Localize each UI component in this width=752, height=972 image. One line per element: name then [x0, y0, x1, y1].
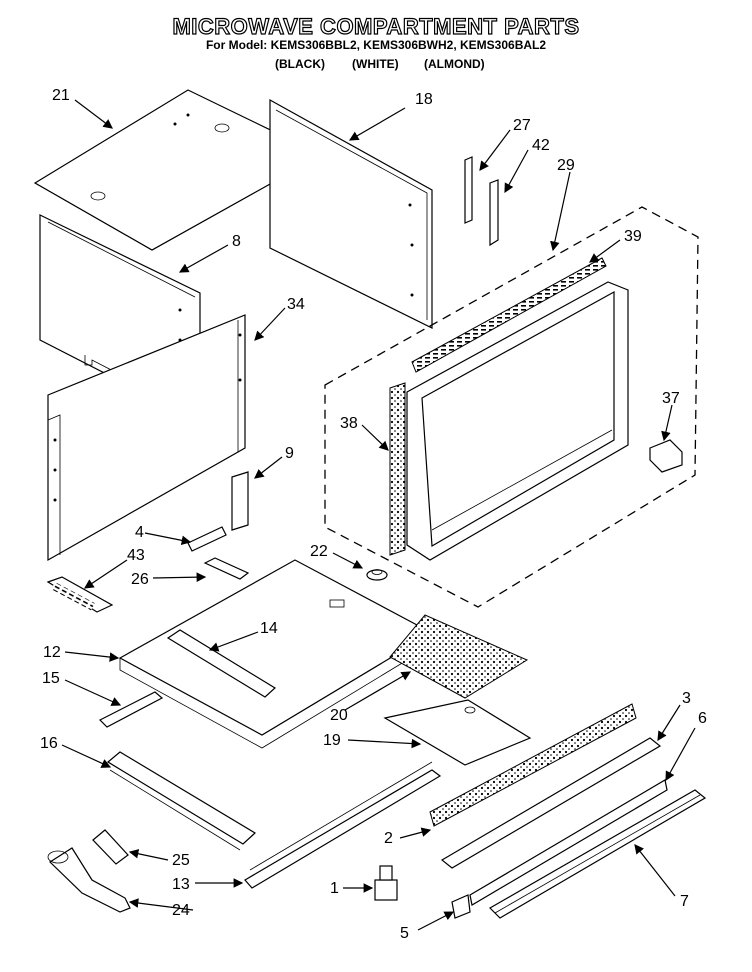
part-42-strip: [489, 179, 499, 247]
label-12: 12: [43, 644, 61, 661]
label-18: 18: [415, 91, 433, 108]
label-13: 13: [172, 876, 190, 893]
color-almond: (ALMOND): [424, 57, 485, 71]
color-white: (WHITE): [352, 57, 399, 71]
part-5-clip: [451, 894, 471, 919]
part-39-vent-strip: [411, 257, 607, 373]
label-26: 26: [131, 571, 149, 588]
label-22: 22: [310, 543, 328, 560]
part-29-door-frame-assembly-outline: [324, 206, 699, 608]
part-6-trim: [469, 779, 668, 906]
label-16: 16: [40, 735, 58, 752]
part-43-vent-bar: [46, 576, 114, 613]
label-19: 19: [323, 732, 341, 749]
label-42: 42: [532, 137, 550, 154]
color-black: (BLACK): [275, 57, 325, 71]
part-15-rail: [98, 691, 164, 728]
label-5: 5: [400, 925, 409, 942]
label-15: 15: [42, 670, 60, 687]
part-14-rail: [166, 629, 276, 698]
label-37: 37: [662, 390, 680, 407]
label-2: 2: [384, 830, 393, 847]
label-38: 38: [340, 415, 358, 432]
model-subtitle: For Model: KEMS306BBL2, KEMS306BWH2, KEM…: [205, 38, 547, 52]
part-34-side-panel: [47, 314, 246, 562]
part-7-trim: [489, 789, 707, 919]
label-34: 34: [287, 296, 305, 313]
part-12-bottom-tray: [118, 559, 434, 749]
label-24: 24: [172, 902, 190, 919]
part-16-rail: [106, 751, 256, 851]
part-2-grille: [429, 703, 637, 827]
part-27-strip: [464, 156, 473, 224]
label-21: 21: [52, 87, 70, 104]
door-frame: [406, 281, 629, 561]
label-39: 39: [624, 228, 642, 245]
part-18-back-panel: [269, 98, 433, 329]
part-9-bracket: [231, 471, 249, 531]
part-26-rail: [203, 557, 250, 580]
part-number-labels: 21 18 27 42 29 8 39 34 37 38 9 4 43 26 2…: [40, 87, 707, 942]
part-19-plate: [383, 699, 532, 766]
part-37-clip: [649, 439, 683, 473]
label-4: 4: [135, 524, 144, 541]
part-13-rail: [244, 761, 442, 889]
label-7: 7: [680, 893, 689, 910]
part-20-perforated-filter: [389, 614, 529, 699]
label-25: 25: [172, 852, 190, 869]
label-6: 6: [698, 710, 707, 727]
leader-lines: [61, 99, 696, 931]
label-8: 8: [232, 233, 241, 250]
label-27: 27: [513, 117, 531, 134]
label-9: 9: [285, 445, 294, 462]
label-20: 20: [330, 707, 348, 724]
part-4-bracket: [187, 526, 227, 552]
label-43: 43: [127, 547, 145, 564]
part-38-side-trim: [389, 382, 406, 556]
part-3-trim: [440, 737, 662, 869]
label-1: 1: [330, 880, 339, 897]
label-14: 14: [260, 620, 278, 637]
part-25-bracket: [92, 829, 129, 865]
diagram-title: MICROWAVE COMPARTMENT PARTS: [172, 13, 580, 39]
part-22-grommet: [366, 569, 388, 581]
label-29: 29: [557, 157, 575, 174]
part-24-duct: [47, 847, 131, 913]
part-1-switch: [374, 865, 398, 901]
label-3: 3: [682, 690, 691, 707]
